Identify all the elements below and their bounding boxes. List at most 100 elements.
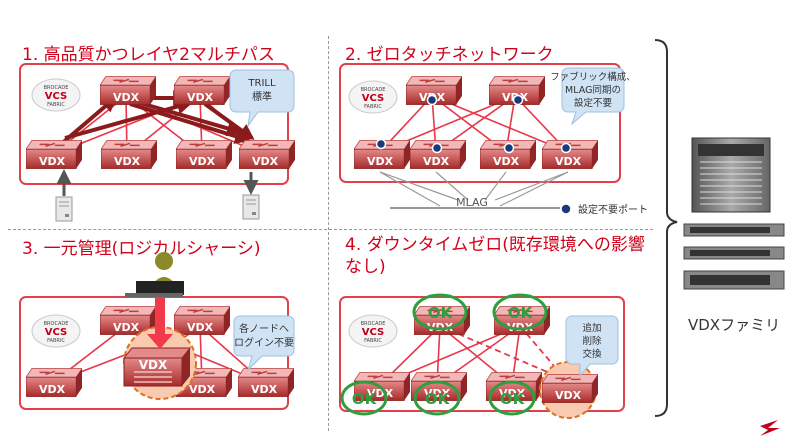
svg-text:VDX: VDX <box>113 321 140 334</box>
svg-text:OK: OK <box>352 390 378 408</box>
svg-text:設定不要: 設定不要 <box>574 97 612 109</box>
q3-admin-user-icon <box>125 252 184 297</box>
q2-auto-ports <box>375 94 572 154</box>
svg-text:VCS: VCS <box>45 327 67 338</box>
vdx-switch-2u-image <box>683 270 785 290</box>
q4-title: 4. ダウンタイムゼロ(既存環境への影響なし) <box>345 235 645 277</box>
q2-vcs-logo: BROCADE VCS FABRIC <box>348 80 398 114</box>
q2-leaf-switch-1: VDX <box>354 140 410 170</box>
q3-leaf-switch-2: VDX <box>176 368 232 398</box>
q2-mlag-label: MLAG <box>456 196 488 209</box>
q1-spine-switch-1: VDX <box>100 76 156 106</box>
q4-bubble: 追加 削除 交換 <box>565 315 619 378</box>
q4-dashed-links <box>439 325 567 381</box>
svg-text:TRILL: TRILL <box>247 78 276 89</box>
vdx-chassis-image <box>691 137 771 213</box>
svg-text:VDX: VDX <box>493 155 520 168</box>
svg-text:MLAG同期の: MLAG同期の <box>565 85 621 96</box>
svg-text:VDX: VDX <box>189 155 216 168</box>
q2-group: MLAG BROCADE VCS FABRIC VDX VDX VDX VDX … <box>339 63 648 216</box>
q3-leaf-switch-3: VDX <box>238 368 294 398</box>
svg-text:ファブリック構成、: ファブリック構成、 <box>550 71 636 83</box>
svg-text:VDX: VDX <box>499 387 526 400</box>
q3-group: BROCADE VCS FABRIC VDX VDX VDX VDX VDX V… <box>19 252 295 410</box>
svg-text:VDX: VDX <box>139 358 168 372</box>
q2-leaf-switch-3: VDX <box>480 140 536 170</box>
q2-leaf-switch-2: VDX <box>410 140 466 170</box>
q3-bubble: 各ノードへ ログイン不要 <box>233 315 295 372</box>
q3-title: 3. 一元管理(ロジカルシャーシ) <box>22 239 261 259</box>
q1-vcs-logo: BROCADE VCS FABRIC <box>31 78 81 112</box>
svg-text:BROCADE: BROCADE <box>361 87 386 93</box>
svg-text:FABRIC: FABRIC <box>47 338 65 344</box>
q1-spine-switch-2: VDX <box>174 76 230 106</box>
q2-bubble: ファブリック構成、 MLAG同期の 設定不要 <box>550 67 636 126</box>
svg-text:VDX: VDX <box>187 91 214 104</box>
svg-text:交換: 交換 <box>582 348 602 360</box>
svg-text:VCS: VCS <box>45 91 67 102</box>
vdx-switch-1u-image-2 <box>683 246 785 260</box>
q3-spine-switch-2: VDX <box>174 306 230 336</box>
svg-text:OK: OK <box>428 304 454 322</box>
svg-text:VDX: VDX <box>114 155 141 168</box>
svg-text:OK: OK <box>500 390 526 408</box>
q3-logical-chassis-switch: VDX <box>122 347 192 387</box>
svg-text:BROCADE: BROCADE <box>44 321 69 327</box>
q4-group: BROCADE VCS FABRIC VDX VDX VDX VDX VDX V… <box>339 293 625 419</box>
svg-text:FABRIC: FABRIC <box>47 102 65 108</box>
svg-text:VDX: VDX <box>39 155 66 168</box>
q2-port-legend-label: 設定不要ポート <box>578 203 648 216</box>
svg-text:追加: 追加 <box>582 322 601 334</box>
q4-leaf-switch-2: VDX <box>411 372 467 402</box>
q2-fabric-frame <box>339 63 621 183</box>
q1-fabric-frame <box>19 63 289 185</box>
brocade-wing-icon <box>760 420 780 436</box>
q4-leaf-switch-3: VDX <box>486 372 542 402</box>
q3-vcs-logo: BROCADE VCS FABRIC <box>31 314 81 348</box>
q4-new-switch: VDX <box>542 374 598 404</box>
q3-leaf-switch-1: VDX <box>26 368 82 398</box>
svg-text:VCS: VCS <box>362 93 384 104</box>
svg-text:各ノードへ: 各ノードへ <box>239 322 289 335</box>
svg-text:VDX: VDX <box>113 91 140 104</box>
svg-text:VDX: VDX <box>251 383 278 396</box>
family-bracket <box>654 39 678 417</box>
svg-text:VDX: VDX <box>252 155 279 168</box>
q1-title: 1. 高品質かつレイヤ2マルチパス <box>22 45 275 65</box>
svg-text:FABRIC: FABRIC <box>364 338 382 344</box>
svg-text:VDX: VDX <box>367 155 394 168</box>
svg-text:VDX: VDX <box>555 389 582 402</box>
q1-leaf-switch-2: VDX <box>101 140 157 170</box>
svg-text:VDX: VDX <box>424 387 451 400</box>
svg-text:標準: 標準 <box>252 90 272 103</box>
svg-text:OK: OK <box>425 390 451 408</box>
q1-leaf-switch-1: VDX <box>26 140 82 170</box>
svg-text:VDX: VDX <box>555 155 582 168</box>
vdx-switch-1u-image <box>683 223 785 237</box>
q2-title: 2. ゼロタッチネットワーク <box>345 45 554 65</box>
svg-text:OK: OK <box>508 304 534 322</box>
q1-group: BROCADE VCS FABRIC VDX VDX VDX VDX VDX V… <box>19 63 295 222</box>
q3-management-arrow <box>147 298 173 349</box>
q4-ok-rings <box>340 293 548 416</box>
svg-text:VDX: VDX <box>187 321 214 334</box>
svg-text:BROCADE: BROCADE <box>361 321 386 327</box>
vdx-family-label: VDXファミリ <box>688 316 781 334</box>
svg-text:BROCADE: BROCADE <box>44 85 69 91</box>
vertical-divider <box>328 36 329 431</box>
q2-leaf-switch-4: VDX <box>542 140 598 170</box>
q4-vcs-logo: BROCADE VCS FABRIC <box>348 314 398 348</box>
horizontal-divider <box>8 229 653 230</box>
q2-port-legend-dot <box>560 203 572 215</box>
q4-fabric-frame <box>339 296 625 412</box>
svg-text:VDX: VDX <box>189 383 216 396</box>
q1-leaf-switch-4: VDX <box>239 140 295 170</box>
svg-text:VDX: VDX <box>423 155 450 168</box>
q1-trill-bubble: TRILL 標準 <box>229 69 295 127</box>
svg-text:VDX: VDX <box>39 383 66 396</box>
q2-mlag-links <box>379 171 569 209</box>
q3-spine-switch-1: VDX <box>100 306 156 336</box>
svg-text:削除: 削除 <box>582 335 602 347</box>
q1-destination-server <box>242 194 260 220</box>
